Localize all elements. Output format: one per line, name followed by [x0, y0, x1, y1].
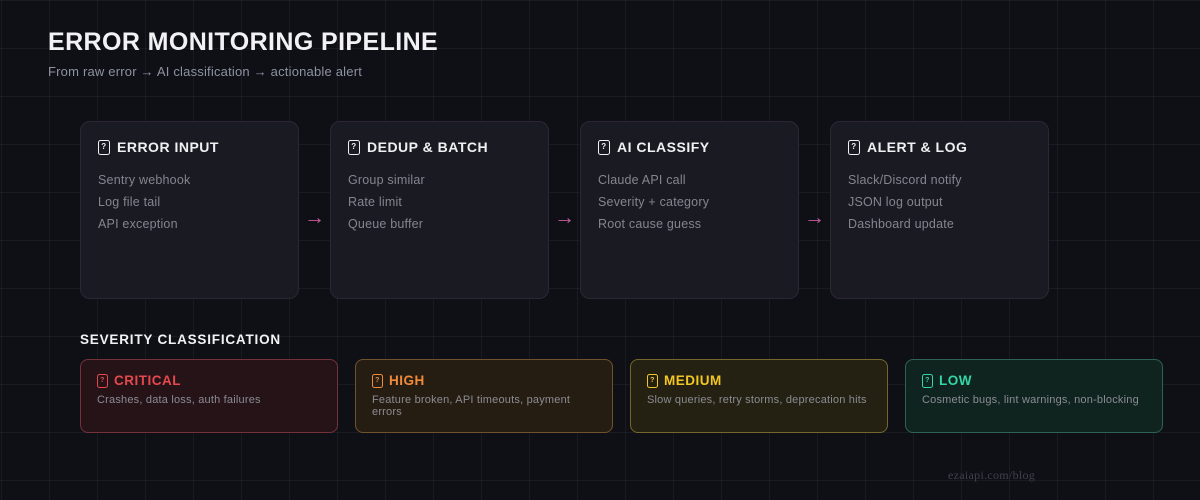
severity-card-medium: MEDIUM Slow queries, retry storms, depre… — [630, 359, 888, 433]
stage-item: JSON log output — [848, 195, 943, 209]
stage-card-error-input: ERROR INPUT Sentry webhook Log file tail… — [80, 121, 299, 299]
page-header: ERROR MONITORING PIPELINE From raw error… — [48, 28, 438, 79]
stage-header: AI CLASSIFY — [598, 139, 781, 155]
stage-card-dedup-batch: DEDUP & BATCH Group similar Rate limit Q… — [330, 121, 549, 299]
severity-description: Feature broken, API timeouts, payment er… — [372, 394, 571, 418]
severity-name: LOW — [939, 373, 972, 388]
severity-description: Cosmetic bugs, lint warnings, non-blocki… — [922, 394, 1139, 406]
severity-title: LOW — [922, 373, 1146, 388]
severity-heading: SEVERITY CLASSIFICATION — [80, 332, 281, 347]
stage-item: Rate limit — [348, 195, 403, 209]
stage-item: Sentry webhook — [98, 173, 191, 187]
stage-header: ERROR INPUT — [98, 139, 281, 155]
stage-item: Dashboard update — [848, 217, 955, 231]
severity-card-low: LOW Cosmetic bugs, lint warnings, non-bl… — [905, 359, 1163, 433]
missing-glyph-icon — [598, 139, 610, 155]
severity-title: MEDIUM — [647, 373, 871, 388]
pipeline-row: ERROR INPUT Sentry webhook Log file tail… — [80, 121, 1049, 299]
severity-name: CRITICAL — [114, 373, 181, 388]
page-subtitle: From raw error → AI classification → act… — [48, 64, 363, 79]
stage-item: Queue buffer — [348, 217, 424, 231]
stage-header: ALERT & LOG — [848, 139, 1031, 155]
severity-card-high: HIGH Feature broken, API timeouts, payme… — [355, 359, 613, 433]
severity-description: Slow queries, retry storms, deprecation … — [647, 394, 867, 406]
stage-title: ALERT & LOG — [867, 139, 968, 155]
severity-title: CRITICAL — [97, 373, 321, 388]
flow-arrow-icon: → — [804, 206, 825, 229]
severity-name: HIGH — [389, 373, 425, 388]
watermark: ezaiapi.com/blog — [948, 468, 1036, 482]
stage-item: Root cause guess — [598, 217, 702, 231]
severity-title: HIGH — [372, 373, 596, 388]
stage-item: Log file tail — [98, 195, 161, 209]
stage-card-alert-log: ALERT & LOG Slack/Discord notify JSON lo… — [830, 121, 1049, 299]
severity-row: CRITICAL Crashes, data loss, auth failur… — [80, 359, 1163, 433]
stage-item: API exception — [98, 217, 178, 231]
severity-card-critical: CRITICAL Crashes, data loss, auth failur… — [80, 359, 338, 433]
missing-glyph-icon — [647, 373, 658, 388]
missing-glyph-icon — [922, 373, 933, 388]
stage-item: Slack/Discord notify — [848, 173, 962, 187]
missing-glyph-icon — [348, 139, 360, 155]
stage-item: Group similar — [348, 173, 425, 187]
page-title: ERROR MONITORING PIPELINE — [48, 28, 439, 56]
stage-item: Severity + category — [598, 195, 710, 209]
stage-item: Claude API call — [598, 173, 686, 187]
missing-glyph-icon — [372, 373, 383, 388]
missing-glyph-icon — [848, 139, 860, 155]
stage-items: Slack/Discord notify JSON log output Das… — [848, 169, 1031, 235]
stage-items: Group similar Rate limit Queue buffer — [348, 169, 531, 235]
stage-items: Claude API call Severity + category Root… — [598, 169, 781, 235]
stage-title: ERROR INPUT — [117, 139, 219, 155]
stage-items: Sentry webhook Log file tail API excepti… — [98, 169, 281, 235]
severity-section: SEVERITY CLASSIFICATION CRITICAL Crashes… — [80, 332, 1163, 433]
missing-glyph-icon — [98, 139, 110, 155]
flow-arrow-icon: → — [554, 206, 575, 229]
severity-description: Crashes, data loss, auth failures — [97, 394, 261, 406]
flow-arrow-icon: → — [304, 206, 325, 229]
missing-glyph-icon — [97, 373, 108, 388]
severity-name: MEDIUM — [664, 373, 722, 388]
stage-header: DEDUP & BATCH — [348, 139, 531, 155]
stage-card-ai-classify: AI CLASSIFY Claude API call Severity + c… — [580, 121, 799, 299]
stage-title: AI CLASSIFY — [617, 139, 710, 155]
stage-title: DEDUP & BATCH — [367, 139, 489, 155]
